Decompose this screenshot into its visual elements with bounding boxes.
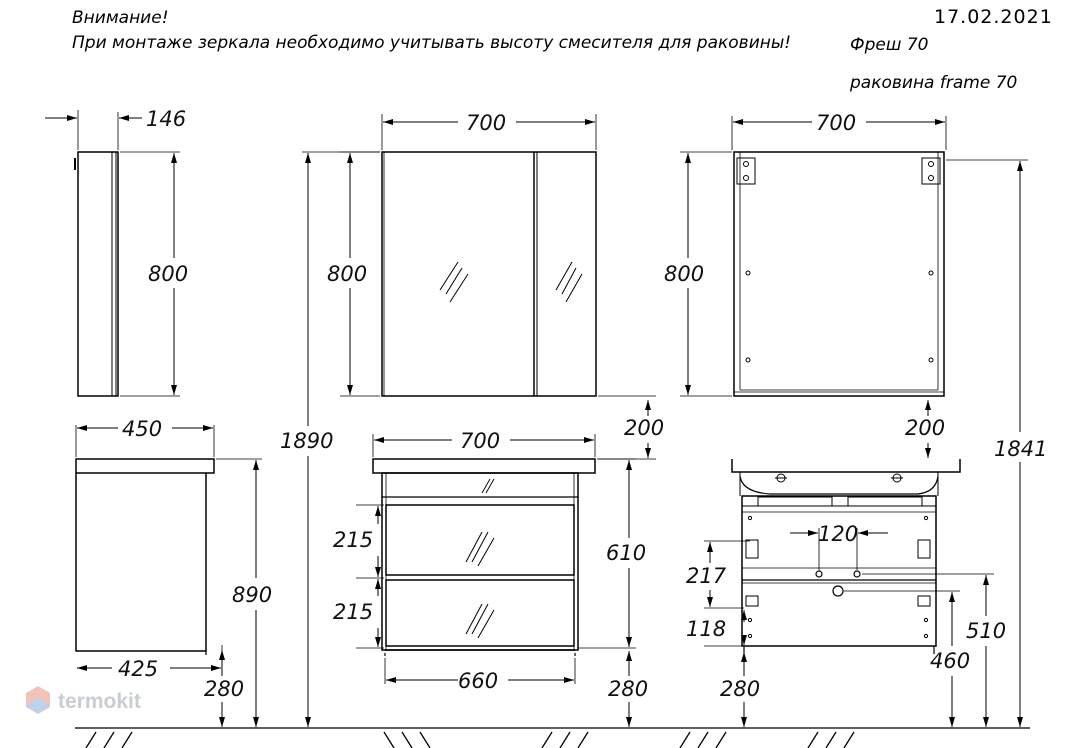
floor-line [75, 728, 1030, 748]
date-label: 17.02.2021 [934, 6, 1053, 28]
back-mirror-width-label: 700 [816, 111, 856, 135]
front-legs-label: 280 [608, 677, 648, 701]
cabinet-height-label: 890 [232, 583, 272, 607]
mirror-back-view [680, 116, 1028, 727]
side-legs-label: 280 [204, 677, 244, 701]
back-total-height-label: 1841 [994, 437, 1047, 461]
attention-label: Внимание! [72, 8, 169, 28]
drawer-top-height-label: 215 [333, 528, 373, 552]
hole-spacing-label: 120 [818, 522, 858, 546]
mirror-front-view [302, 114, 656, 727]
notice-text: При монтаже зеркала необходимо учитывать… [72, 33, 792, 53]
vanity-front-view [356, 434, 636, 727]
model-label: Фреш 70 [850, 35, 929, 55]
cabinet-depth-label: 450 [122, 417, 162, 441]
dim-217-label: 217 [686, 564, 727, 588]
cabinet-inner-depth-label: 425 [118, 657, 158, 681]
vanity-height-label: 610 [606, 541, 646, 565]
mirror-side-height-label: 800 [148, 262, 188, 286]
total-height-label: 1890 [280, 429, 333, 453]
vanity-width-label: 700 [460, 429, 500, 453]
vanity-back-view [704, 459, 994, 727]
front-gap-label: 200 [624, 416, 664, 440]
termokit-logo-icon [26, 686, 50, 714]
watermark-text: termokit [58, 690, 141, 713]
sink-label: раковина frame 70 [850, 73, 1018, 93]
mirror-side-view [45, 110, 180, 396]
back-mirror-height-label: 800 [664, 262, 704, 286]
dim-460-label: 460 [930, 649, 970, 673]
vanity-inner-width-label: 660 [458, 669, 498, 693]
mirror-depth-label: 146 [146, 107, 186, 131]
dim-118-label: 118 [686, 617, 726, 641]
back-legs-label: 280 [720, 677, 760, 701]
vanity-side-view [76, 425, 262, 727]
mirror-height-label: 800 [327, 262, 367, 286]
back-gap-label: 200 [905, 416, 945, 440]
watermark: termokit [24, 684, 141, 720]
mirror-width-label: 700 [466, 111, 506, 135]
drawer-bottom-height-label: 215 [333, 600, 373, 624]
dim-510-label: 510 [966, 619, 1006, 643]
